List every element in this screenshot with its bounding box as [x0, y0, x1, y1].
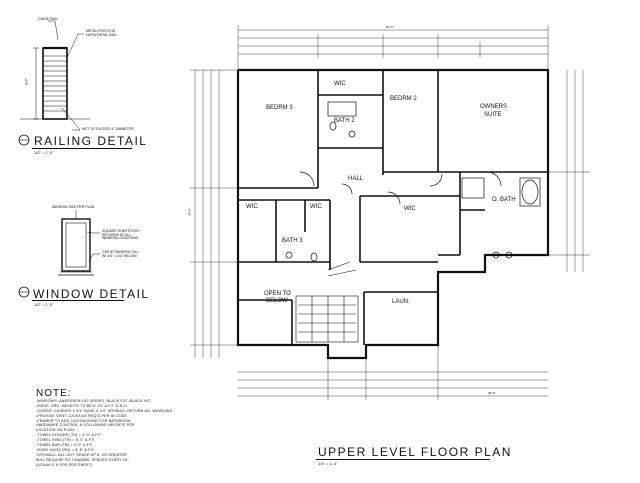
room-suite: SUITE — [484, 112, 502, 118]
notes-list: -WINDOWS: ANDERSEN 100 SERIES, BLACK EXT… — [36, 399, 173, 467]
note-line: -FRAMER TO ADD 2x10 BACKING FOR BATHROOM — [36, 418, 131, 423]
note-line: -WINDOWS: ANDERSEN 100 SERIES, BLACK EXT… — [36, 399, 152, 403]
railing-detail-title: RAILING DETAIL — [34, 134, 148, 148]
room-wic-d: WIC — [404, 206, 416, 212]
room-hall: HALL — [348, 176, 364, 182]
railing-height-dim: 3'-0" — [24, 78, 29, 86]
note-line: -DRYWALL: ALL OUT. SPACE UP 8' OR GREATE… — [36, 452, 127, 457]
railing-right-note: METAL POSTS W/ HORIZONTAL RAIL — [86, 29, 117, 37]
room-bedrm3: BEDRM 3 — [266, 105, 293, 111]
note-line: -DOORS: CASINGS 2 1/4" BASE 4 1/4" DRYWA… — [36, 408, 173, 413]
note-line: LOCATION ON PLAN: — [36, 428, 76, 433]
note-line: -ROOF, ORG. HEIGHTS TO BE 8'-10" A.F.F. … — [36, 403, 129, 408]
plan-title: UPPER LEVEL FLOOR PLAN — [318, 445, 512, 459]
note-line: WILL REQUIRE RC CHANNEL SPACED EVERY 16" — [36, 457, 129, 462]
note-line: -ROBE HOOK (RH) = 5'-6" A.F.F. — [36, 447, 95, 452]
window-sill-note: CAP AT WINDOW SILL W/ 3/4" x 3/4" BELOW — [102, 250, 139, 258]
window-detail-title: WINDOW DETAIL — [33, 287, 150, 301]
note-line: -PROVIDE VENT LOCKS AS REQ'D PER IN CODE — [36, 413, 128, 418]
dim-overall-side: 44'-0" — [187, 207, 192, 216]
railing-detail-drawing — [20, 20, 90, 131]
room-o-bath: O. BATH — [492, 197, 516, 203]
notes-heading: NOTE: — [36, 388, 72, 399]
stair — [295, 261, 359, 343]
dim-overall-top: 60'-0" — [386, 25, 394, 29]
room-open-to: OPEN TO — [264, 291, 291, 297]
window-side-note: SQUARE SHEETROCK RETURNS AT ALL WINDOW L… — [102, 229, 140, 240]
interior-walls — [238, 70, 548, 345]
dim-bottom-run: 25'-0" — [488, 391, 496, 395]
railing-top-note: GUIDE RAIL — [38, 17, 58, 21]
window-top-note: WINDOW SIZE PER PLAN — [52, 205, 95, 209]
fixtures — [285, 101, 541, 262]
room-wic-a: WIC — [334, 81, 346, 87]
room-below: BELOW — [266, 298, 288, 304]
room-bedrm2: BEDRM 2 — [390, 96, 417, 102]
note-line: -TOWEL HOLDER (TH) = 4'-0" A.F.F. — [36, 433, 102, 438]
room-wic-c: WIC — [310, 204, 322, 210]
note-line: -TOWEL RING (TR) = 5'-0" A.F.F. — [36, 438, 96, 443]
plan-scale: 1/4" = 1'-0" — [318, 461, 338, 466]
note-line: HARDWARE CONTROL & FOLLOWING HEIGHTS PER — [36, 423, 135, 428]
room-wic-b: WIC — [246, 204, 258, 210]
note-line: -TOWEL BAR (TB) = 4'-0" A.F.F. — [36, 443, 94, 448]
window-detail-drawing — [58, 210, 100, 276]
railing-gap-note: NOT TO EXCEED 4" DIAMETER — [82, 127, 134, 131]
railing-detail-scale: 1/2" = 1'-0" — [34, 150, 54, 155]
note-line: (USUALLY 8 POS PER SHEET) — [36, 462, 93, 467]
room-bath3: BATH 3 — [282, 238, 303, 244]
window-detail-scale: 1/2" = 1'-0" — [34, 302, 54, 307]
room-owners: OWNERS — [480, 104, 507, 110]
room-bath2: BATH 2 — [334, 118, 355, 124]
dimension-lines — [190, 25, 590, 400]
room-laun: LAUN. — [392, 299, 410, 305]
